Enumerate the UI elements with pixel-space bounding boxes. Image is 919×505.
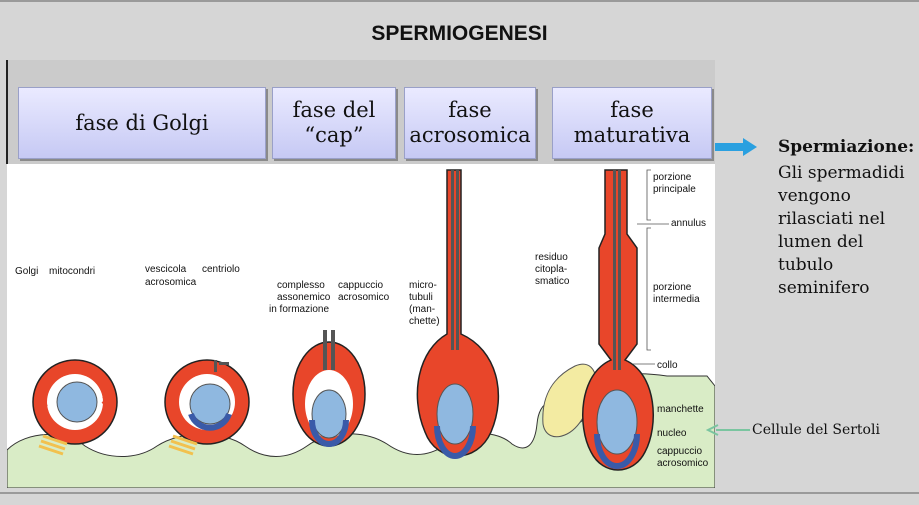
svg-text:in formazione: in formazione xyxy=(269,304,329,315)
phase-label-cap: fase del“cap” xyxy=(272,87,396,159)
label-cappuccio-acrosomico: cappuccio xyxy=(657,446,702,457)
label-mitocondri: mitocondri xyxy=(49,266,95,277)
label-collo: collo xyxy=(657,360,678,371)
svg-text:(man-: (man- xyxy=(409,304,435,315)
spermiazione-text: Gli spermadidi vengono rilasciati nel lu… xyxy=(778,163,905,298)
label-cappuccio: cappuccio xyxy=(338,280,383,291)
cell-cap-phase xyxy=(164,359,250,456)
svg-text:citopla-: citopla- xyxy=(535,264,567,275)
svg-text:smatico: smatico xyxy=(535,276,570,287)
svg-text:assonemico: assonemico xyxy=(277,292,331,303)
phase-label-golgi: fase di Golgi xyxy=(18,87,266,159)
label-manchette: manchette xyxy=(657,404,704,415)
bottom-rule xyxy=(0,492,919,494)
cell-golgi-phase xyxy=(32,359,118,456)
svg-text:tubuli: tubuli xyxy=(409,292,433,303)
svg-text:acrosomico: acrosomico xyxy=(657,458,709,469)
svg-text:acrosomico: acrosomico xyxy=(338,292,390,303)
cell-acrosomica-phase xyxy=(416,169,500,459)
spermiation-arrow-icon xyxy=(715,138,757,156)
label-nucleo: nucleo xyxy=(657,428,687,439)
label-annulus: annulus xyxy=(671,218,706,229)
label-golgi: Golgi xyxy=(15,266,38,277)
label-vescicola: vescicola xyxy=(145,264,187,275)
label-porzione-intermedia: porzione xyxy=(653,282,692,293)
label-complesso: complesso xyxy=(277,280,325,291)
label-porzione-principale: porzione xyxy=(653,172,692,183)
cell-maturativa-phase xyxy=(542,169,655,471)
spermiogenesis-diagram: Golgi mitocondri vescicola acrosomica ce… xyxy=(7,169,715,488)
top-rule xyxy=(0,0,919,2)
svg-text:principale: principale xyxy=(653,184,696,195)
svg-text:chette): chette) xyxy=(409,316,440,327)
label-microtubuli: micro- xyxy=(409,280,437,291)
label-centriolo: centriolo xyxy=(202,264,240,275)
svg-text:acrosomica: acrosomica xyxy=(145,277,197,288)
sertoli-label: Cellule del Sertoli xyxy=(752,422,880,438)
label-residuo: residuo xyxy=(535,252,568,263)
spermiazione-title: Spermiazione: xyxy=(778,137,915,157)
page-title: SPERMIOGENESI xyxy=(371,22,548,45)
cell-cap-oval xyxy=(292,330,366,447)
left-rule xyxy=(6,60,8,164)
svg-text:intermedia: intermedia xyxy=(653,294,700,305)
sertoli-arrow-icon xyxy=(706,424,750,436)
